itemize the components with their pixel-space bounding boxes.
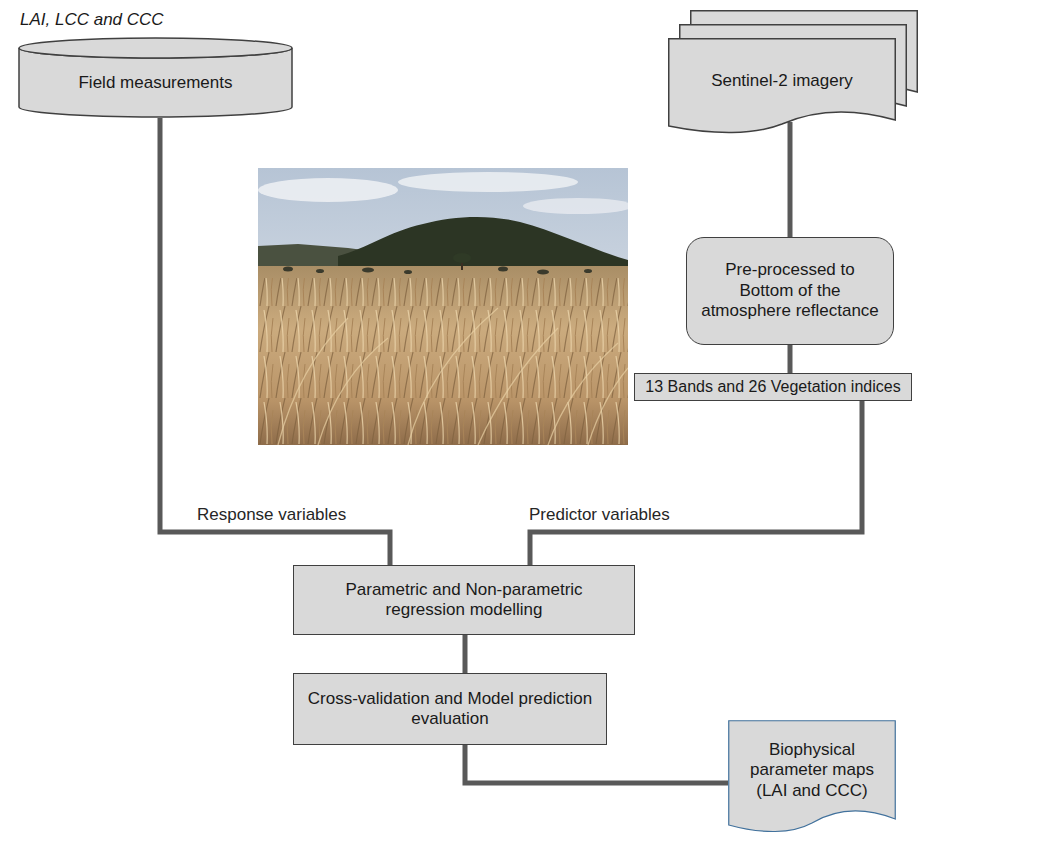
connector-line <box>463 635 468 673</box>
grassland-photo <box>258 168 628 445</box>
connector-line <box>788 122 793 237</box>
node-heading: LAI, LCC and CCC <box>18 8 293 38</box>
shrubs <box>283 267 592 275</box>
cloud <box>523 198 628 214</box>
process-box: 13 Bands and 26 Vegetation indices <box>634 373 912 401</box>
document-stack: Sentinel-2 imagery <box>668 38 896 136</box>
database-cylinder: LAI, LCC and CCC Field measurements <box>18 8 293 118</box>
process-box: Parametric and Non-parametric regression… <box>293 565 635 635</box>
connector-line <box>465 745 728 783</box>
hill <box>338 217 628 274</box>
grass-field <box>258 266 628 445</box>
connector-line <box>530 401 862 565</box>
connector-line <box>160 118 390 565</box>
document-shape: Biophysical parameter maps (LAI and CCC) <box>728 720 896 835</box>
connector-line <box>788 345 793 373</box>
node-text: Biophysical parameter maps (LAI and CCC) <box>736 740 888 801</box>
node-text: Pre-processed to Bottom of the atmospher… <box>697 260 883 321</box>
node-text: Sentinel-2 imagery <box>711 71 853 91</box>
edge-label: Predictor variables <box>527 505 672 525</box>
cylinder-top <box>19 38 292 58</box>
node-text: 13 Bands and 26 Vegetation indices <box>645 377 900 396</box>
node-text: Cross-validation and Model prediction ev… <box>304 689 596 730</box>
node-text: Parametric and Non-parametric regression… <box>304 580 624 621</box>
cloud <box>398 172 578 192</box>
edge-label: Response variables <box>195 505 348 525</box>
tree <box>453 253 471 270</box>
grass-stems <box>278 308 628 445</box>
grass-blades <box>258 278 628 445</box>
document-page <box>729 721 896 832</box>
node-text: Field measurements <box>18 58 293 108</box>
process-box: Cross-validation and Model prediction ev… <box>293 673 607 745</box>
document-page <box>669 39 896 133</box>
process-box: Pre-processed to Bottom of the atmospher… <box>686 237 894 345</box>
cloud <box>258 178 398 202</box>
